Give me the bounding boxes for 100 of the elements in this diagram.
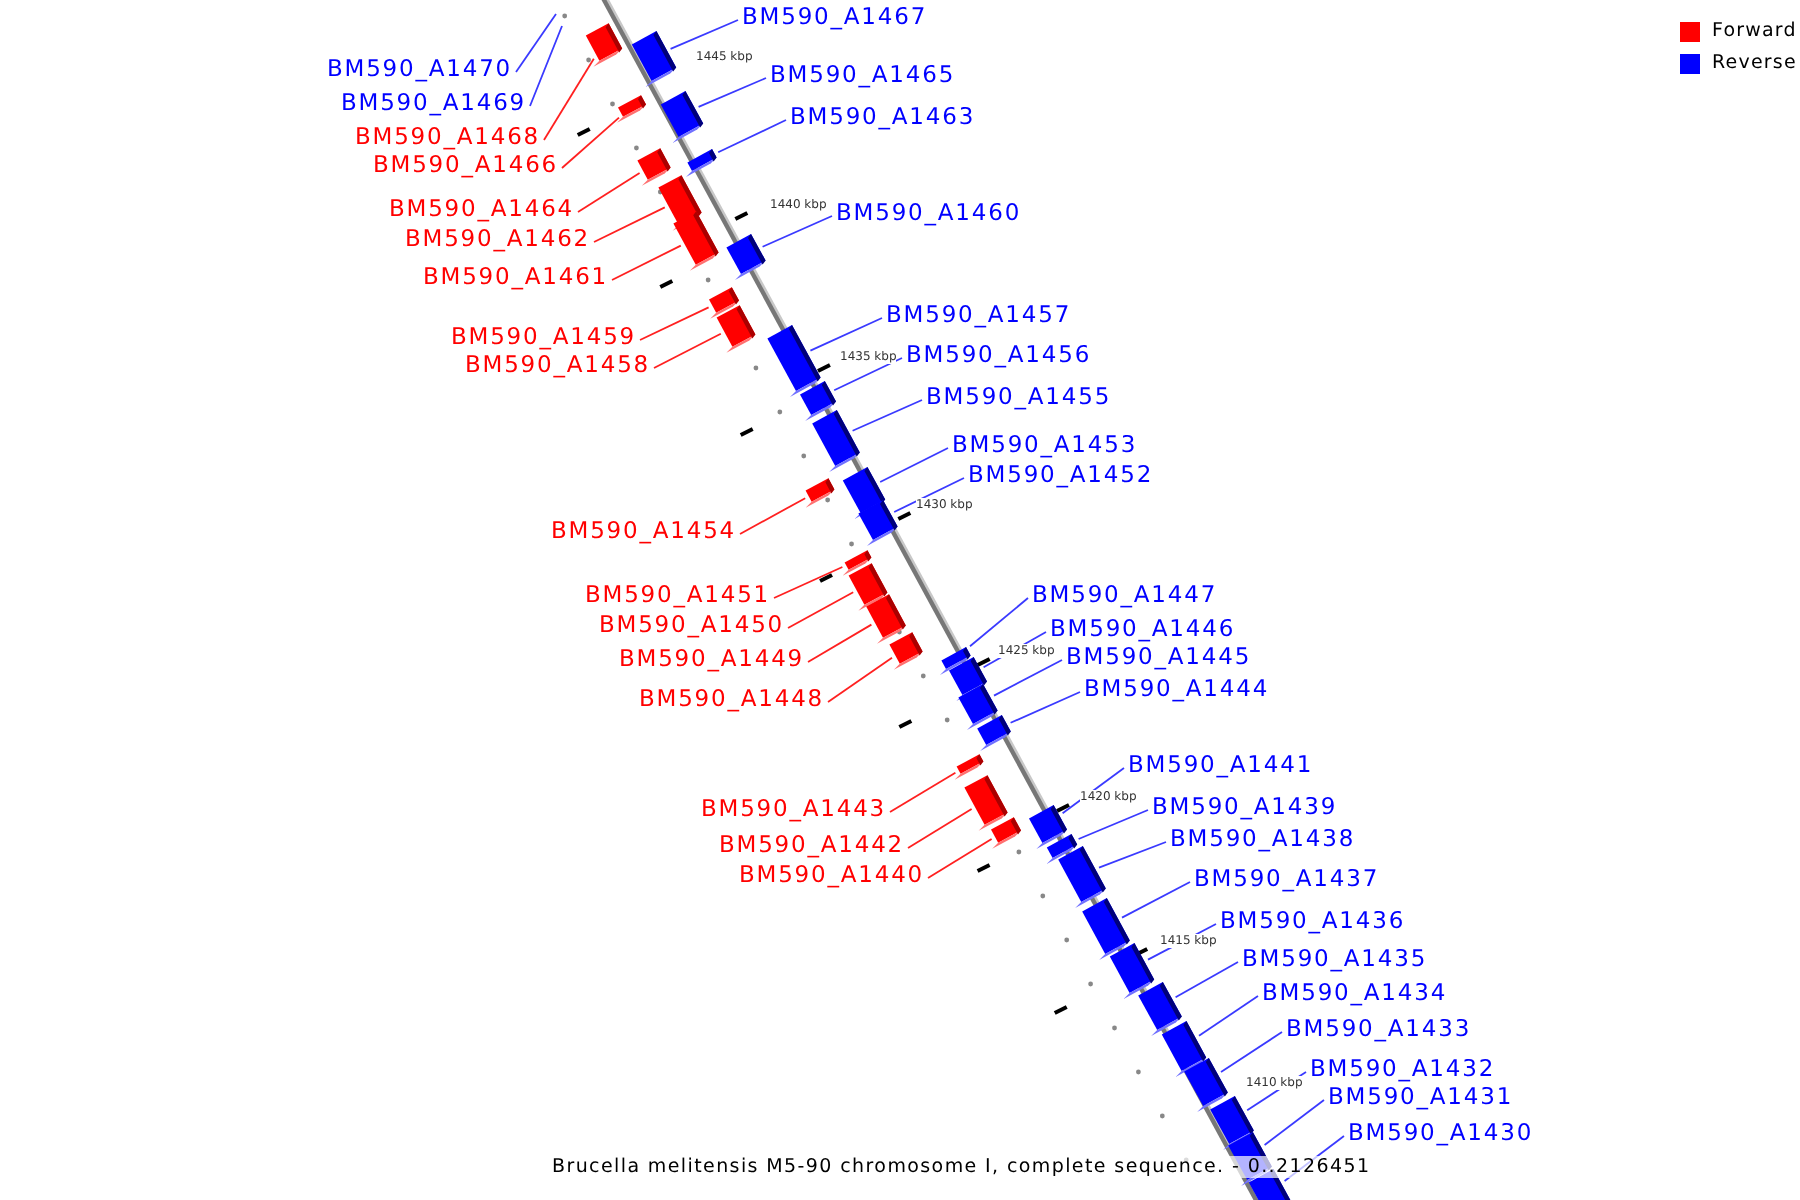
gene-label: BM590_A1461 bbox=[422, 262, 608, 290]
gene-label: BM590_A1432 bbox=[1310, 1054, 1496, 1082]
gene-block bbox=[726, 234, 766, 280]
gene-label: BM590_A1438 bbox=[1170, 824, 1356, 852]
gene-label: BM590_A1469 bbox=[340, 88, 526, 116]
gene-label: BM590_A1433 bbox=[1286, 1014, 1472, 1042]
gene-label: BM590_A1446 bbox=[1050, 614, 1236, 642]
gene-label: BM590_A1436 bbox=[1220, 906, 1406, 934]
legend-label: Reverse bbox=[1712, 52, 1797, 74]
gene-label: BM590_A1468 bbox=[354, 122, 540, 150]
gene-label: BM590_A1440 bbox=[738, 860, 924, 888]
gene-block bbox=[585, 23, 623, 67]
leader-line bbox=[1198, 995, 1259, 1037]
gene-label: BM590_A1456 bbox=[906, 340, 1092, 368]
leader-line bbox=[697, 77, 767, 108]
leader-line bbox=[529, 25, 563, 107]
gene-label: BM590_A1430 bbox=[1348, 1118, 1534, 1146]
leader-line bbox=[851, 399, 923, 432]
gene-label: BM590_A1466 bbox=[372, 150, 558, 178]
gene-block bbox=[1138, 982, 1182, 1036]
gene-label: BM590_A1444 bbox=[1084, 674, 1270, 702]
leader-line bbox=[907, 808, 973, 849]
leader-line bbox=[889, 771, 957, 813]
leader-line bbox=[787, 591, 855, 629]
gene-label: BM590_A1459 bbox=[450, 322, 636, 350]
gene-label: BM590_A1464 bbox=[388, 194, 574, 222]
leader-line bbox=[969, 597, 1029, 648]
gene-label: BM590_A1449 bbox=[618, 644, 804, 672]
leader-line bbox=[1220, 1031, 1283, 1073]
leader-line bbox=[1263, 1099, 1325, 1146]
gene-block bbox=[977, 715, 1011, 751]
leader-line bbox=[543, 57, 595, 141]
gene-label: BM590_A1445 bbox=[1066, 642, 1252, 670]
leader-line bbox=[577, 172, 641, 213]
gene-block bbox=[637, 148, 671, 186]
gene-label: BM590_A1447 bbox=[1032, 580, 1218, 608]
leader-line bbox=[739, 497, 807, 535]
leader-line bbox=[1121, 881, 1191, 919]
gene-block bbox=[964, 775, 1008, 831]
gene-label: BM590_A1437 bbox=[1194, 864, 1380, 892]
gene-label: BM590_A1451 bbox=[584, 580, 770, 608]
gene-block bbox=[805, 478, 835, 508]
gene-label: BM590_A1441 bbox=[1128, 750, 1314, 778]
gene-block bbox=[991, 817, 1021, 849]
leader-line bbox=[993, 659, 1063, 697]
gene-label: BM590_A1448 bbox=[638, 684, 824, 712]
gene-label: BM590_A1442 bbox=[718, 830, 904, 858]
gene-block bbox=[617, 95, 646, 123]
leader-line bbox=[833, 357, 903, 392]
gene-block bbox=[866, 594, 906, 644]
gene-label: BM590_A1467 bbox=[742, 2, 928, 30]
leader-line bbox=[893, 477, 965, 513]
gene-label: BM590_A1454 bbox=[550, 516, 736, 544]
leader-line bbox=[879, 447, 949, 483]
leader-line bbox=[827, 656, 893, 703]
leader-line bbox=[773, 566, 844, 599]
leader-line bbox=[717, 119, 787, 154]
leader-line bbox=[515, 13, 557, 73]
gene-block bbox=[631, 31, 677, 87]
gene-label: BM590_A1457 bbox=[886, 300, 1072, 328]
gene-label: BM590_A1439 bbox=[1152, 792, 1338, 820]
leader-line bbox=[561, 116, 620, 169]
gene-block bbox=[858, 500, 898, 546]
gene-block bbox=[660, 91, 704, 143]
caption: Brucella melitensis M5-90 chromosome I, complete sequence. - 0..2126451 bbox=[552, 1156, 1371, 1178]
gene-label: BM590_A1460 bbox=[836, 198, 1022, 226]
gene-block bbox=[767, 325, 821, 397]
gene-block bbox=[889, 632, 923, 670]
leader-line bbox=[1009, 691, 1081, 724]
gene-label: BM590_A1462 bbox=[404, 224, 590, 252]
gene-block bbox=[686, 149, 717, 177]
legend-label: Forward bbox=[1712, 20, 1797, 42]
gene-block bbox=[1109, 943, 1155, 999]
gene-block bbox=[954, 754, 984, 780]
leader-line bbox=[639, 306, 710, 341]
leader-line bbox=[1174, 961, 1239, 999]
gene-label: BM590_A1435 bbox=[1242, 944, 1428, 972]
leader-line bbox=[669, 19, 739, 50]
gene-label: BM590_A1453 bbox=[952, 430, 1138, 458]
gene-label: BM590_A1450 bbox=[598, 610, 784, 638]
gene-label: BM590_A1431 bbox=[1328, 1082, 1514, 1110]
gene-label: BM590_A1455 bbox=[926, 382, 1112, 410]
leader-line bbox=[761, 215, 833, 248]
gene-label: BM590_A1452 bbox=[968, 460, 1154, 488]
leader-line bbox=[1077, 809, 1149, 840]
leader-line bbox=[1098, 841, 1167, 869]
gene-label: BM590_A1458 bbox=[464, 350, 650, 378]
gene-label: BM590_A1463 bbox=[790, 102, 976, 130]
leader-line bbox=[809, 317, 883, 352]
gene-block bbox=[673, 211, 719, 271]
gene-label: BM590_A1465 bbox=[770, 60, 956, 88]
gene-label: BM590_A1443 bbox=[700, 794, 886, 822]
gene-label: BM590_A1470 bbox=[326, 54, 512, 82]
gene-label: BM590_A1434 bbox=[1262, 978, 1448, 1006]
leader-line bbox=[653, 332, 722, 369]
leader-line bbox=[593, 206, 666, 243]
gene-block bbox=[1058, 846, 1106, 908]
gene-block bbox=[1184, 1058, 1228, 1112]
leader-line bbox=[611, 244, 682, 281]
leader-line bbox=[807, 623, 873, 663]
